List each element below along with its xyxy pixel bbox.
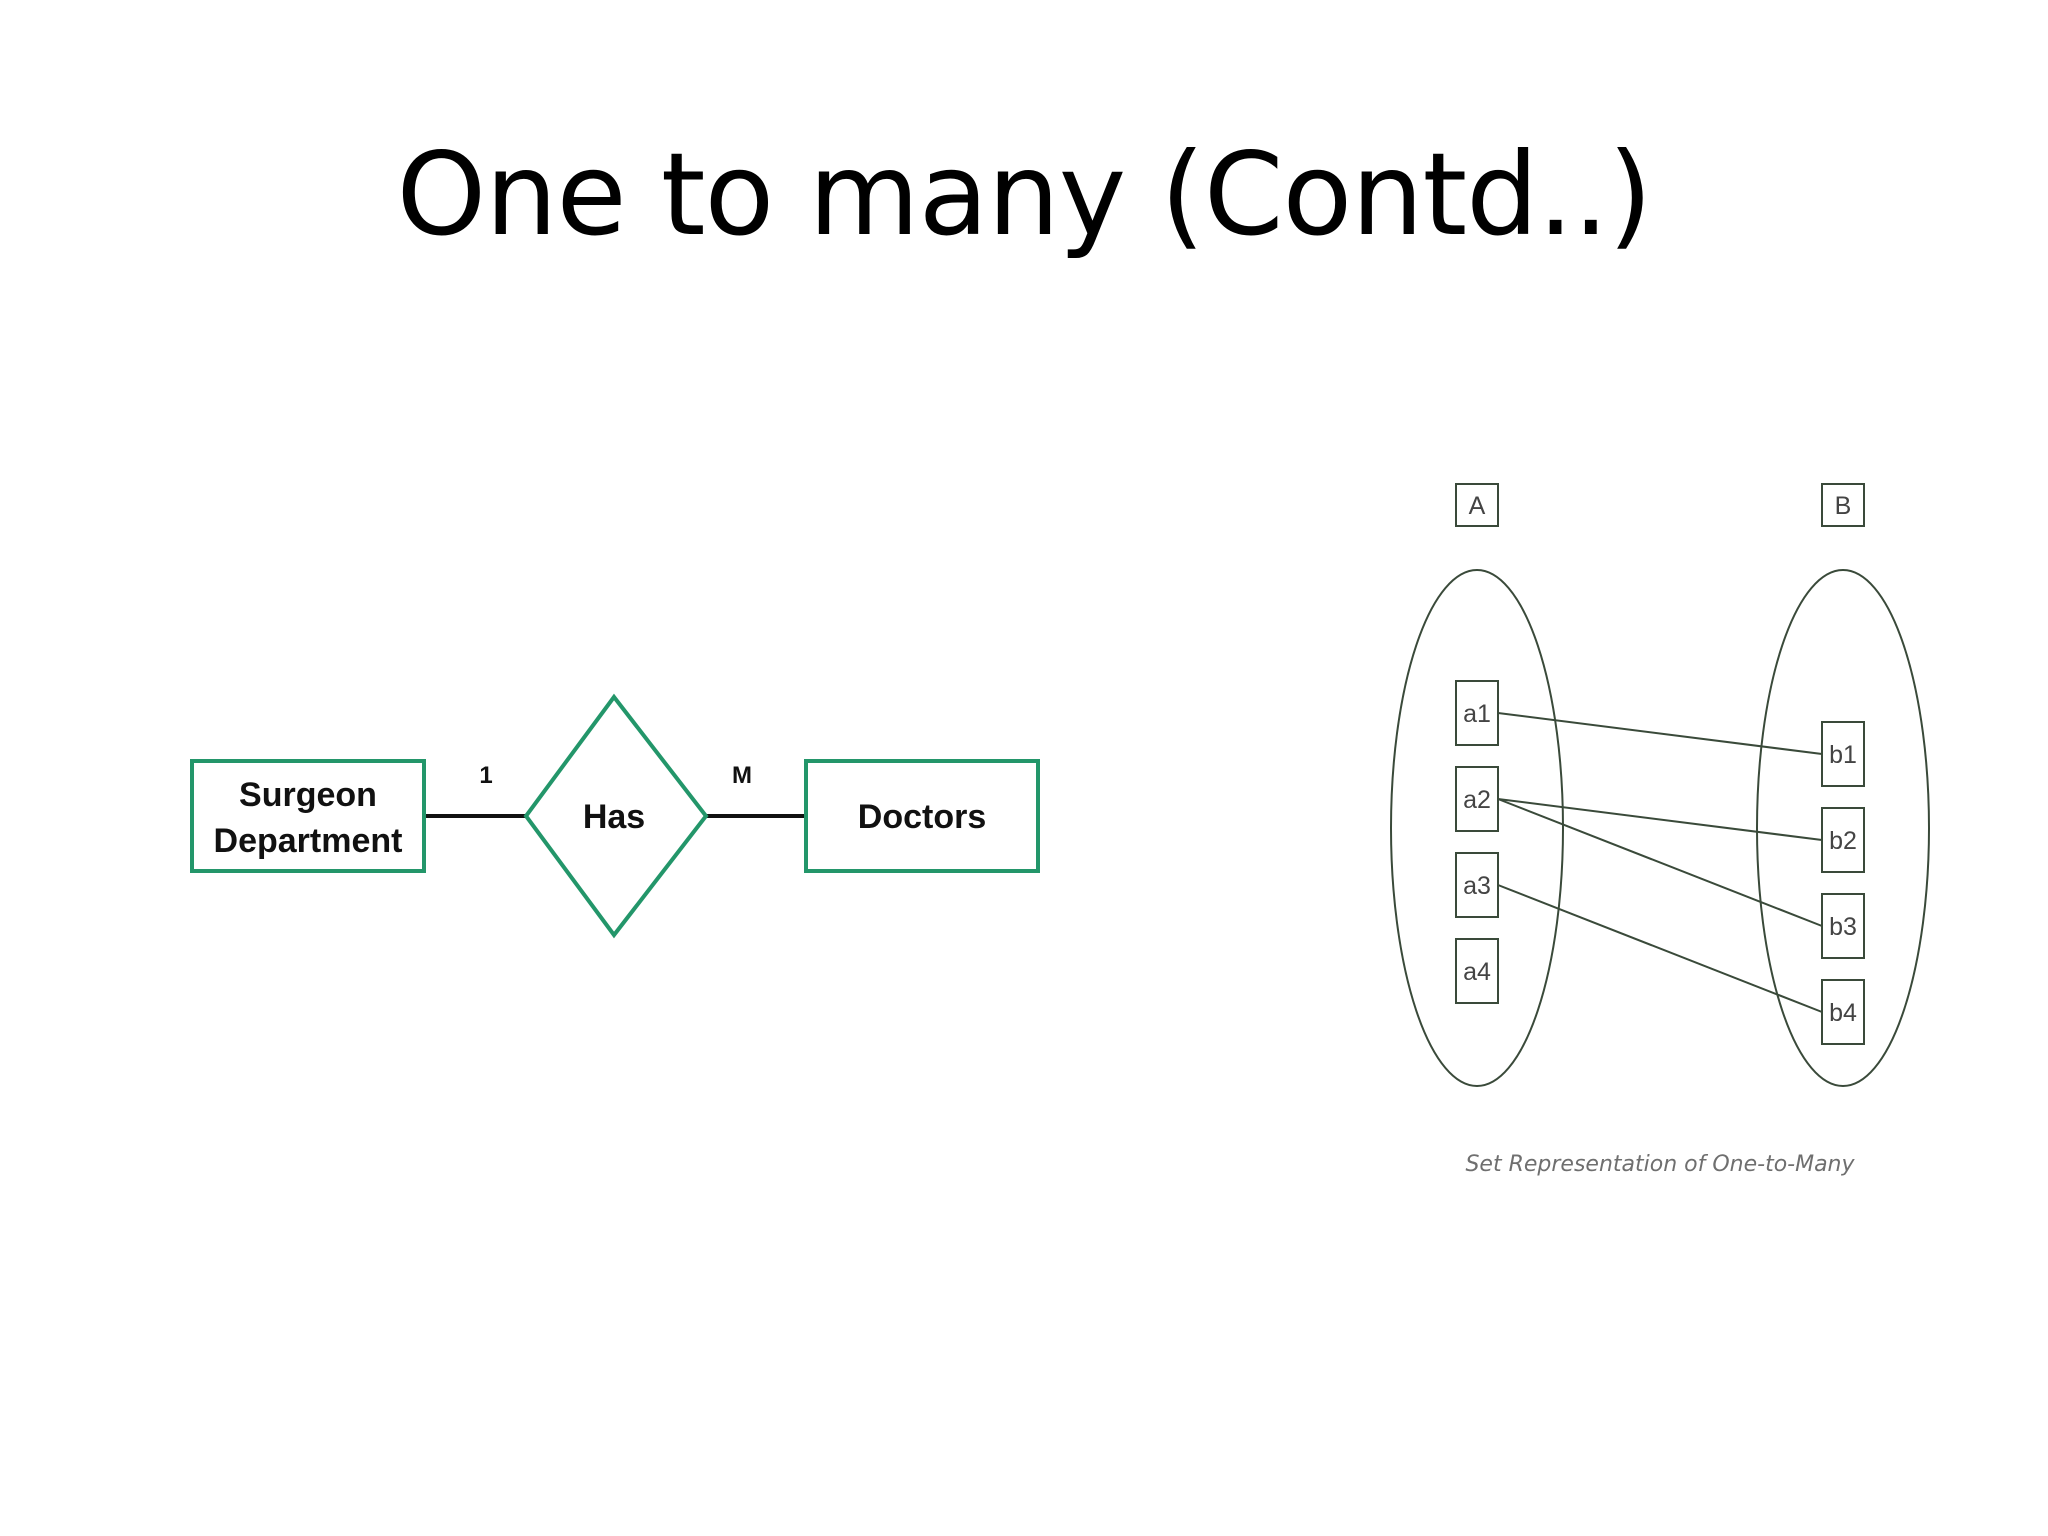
set-a-item-label: a3 [1463, 872, 1491, 900]
set-caption: Set Representation of One-to-Many [1465, 1152, 1855, 1177]
set-b-label-box [1821, 483, 1865, 527]
slide-title: One to many (Contd..) [396, 128, 1653, 261]
entity-surgeon-department [190, 759, 426, 873]
entity-surgeon-department-line2: Department [214, 822, 403, 860]
set-a-item-label: a4 [1463, 958, 1491, 986]
set-b-item-label: b4 [1829, 999, 1857, 1027]
er-diagram: Surgeon Department Has Doctors 1 M [190, 693, 1040, 939]
set-diagram: A B a1 a2 a3 a4 b1 b2 b3 b4 Set Representation… [1390, 483, 1930, 1177]
set-a-label-box [1455, 483, 1499, 527]
set-a-label: A [1469, 492, 1486, 520]
entity-surgeon-department-line1: Surgeon [239, 776, 377, 814]
set-b-item-box [1821, 721, 1865, 787]
mapping-line-a2-b3 [1497, 798, 1823, 927]
set-a-item-box [1455, 938, 1499, 1004]
relationship-diamond [523, 693, 709, 939]
set-a-item-label: a2 [1463, 786, 1491, 814]
entity-doctors [804, 759, 1040, 873]
entity-doctors-label: Doctors [858, 798, 986, 836]
set-b-ellipse [1756, 569, 1930, 1087]
set-b-item-box [1821, 979, 1865, 1045]
set-b-item-box [1821, 807, 1865, 873]
set-b-item-label: b3 [1829, 913, 1857, 941]
set-a-item-box [1455, 680, 1499, 746]
relationship-label: Has [583, 798, 645, 836]
mapping-lines [1497, 712, 1823, 1013]
set-b-item-box [1821, 893, 1865, 959]
set-b-items: b1 b2 b3 b4 [1821, 721, 1865, 1045]
cardinality-one: 1 [479, 762, 492, 789]
set-a-ellipse [1390, 569, 1564, 1087]
cardinality-many: M [732, 762, 752, 789]
set-a-item-label: a1 [1463, 700, 1491, 728]
set-b-item-label: b2 [1829, 827, 1857, 855]
set-a-items: a1 a2 a3 a4 [1455, 680, 1499, 1004]
set-b-label: B [1835, 492, 1852, 520]
set-b-item-label: b1 [1829, 741, 1857, 769]
mapping-line-a3-b4 [1497, 884, 1823, 1013]
set-a-item-box [1455, 852, 1499, 918]
set-a-item-box [1455, 766, 1499, 832]
mapping-line-a2-b2 [1497, 798, 1823, 841]
mapping-line-a1-b1 [1497, 712, 1823, 755]
